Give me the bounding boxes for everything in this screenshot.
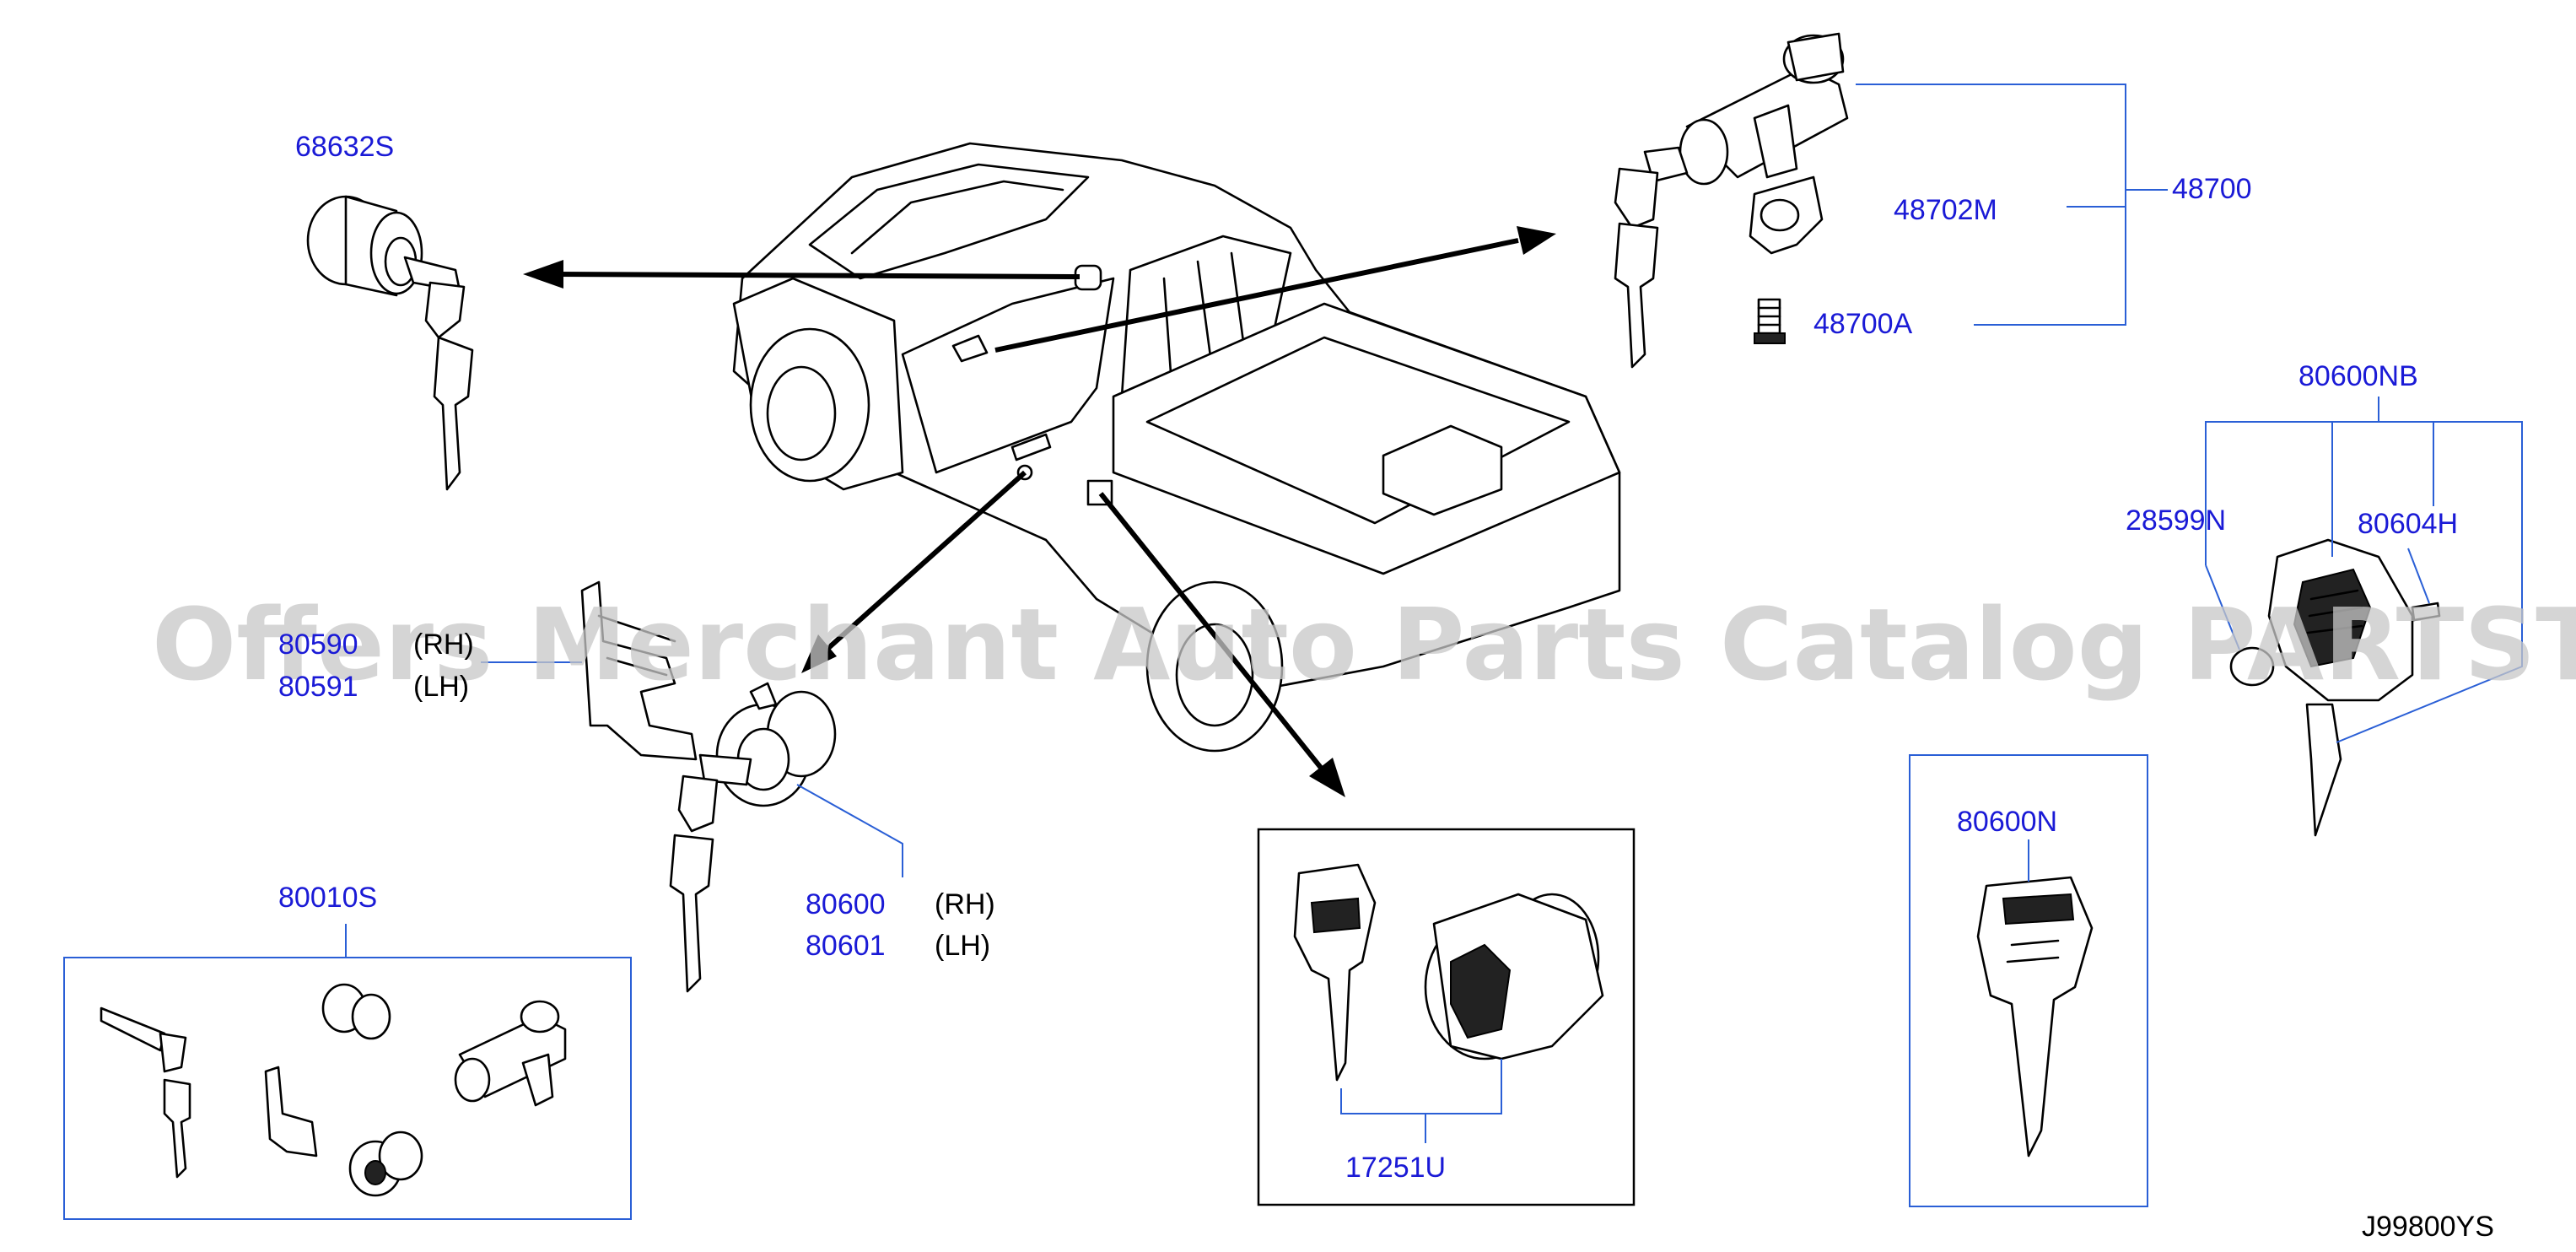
leader-lines-80600NB [2205, 397, 2523, 743]
label-80600: 80600 [806, 888, 886, 920]
pickup-truck-illustration [732, 142, 1621, 753]
label-48702M: 48702M [1894, 194, 1997, 226]
kit-box-80600N [1909, 754, 2148, 1207]
lock-cylinder-17251U [1424, 893, 1604, 1060]
kit-contents-80010S [100, 983, 567, 1197]
label-80601: 80601 [806, 930, 886, 962]
lock-cylinder-68632S [306, 195, 474, 491]
leader-17251U [1340, 1059, 1502, 1114]
key-blank-17251U [1293, 863, 1377, 1082]
leader-80600 [796, 784, 903, 877]
side-lh-80601: (LH) [935, 930, 990, 962]
kit-box-80010S [63, 957, 632, 1220]
label-80600NB: 80600NB [2298, 360, 2418, 392]
side-lh-80591: (LH) [413, 671, 469, 703]
label-68632S: 68632S [295, 131, 394, 163]
callout-arrows [523, 226, 1556, 797]
label-48700: 48700 [2172, 173, 2252, 205]
side-rh-80600: (RH) [935, 888, 995, 920]
label-80590: 80590 [278, 629, 358, 661]
side-rh-80590: (RH) [413, 629, 474, 661]
remote-key-80600NB [2229, 538, 2441, 837]
label-80604H: 80604H [2358, 508, 2458, 540]
label-48700A: 48700A [1813, 308, 1913, 340]
key-blank-80600N [1976, 876, 2094, 1158]
label-80591: 80591 [278, 671, 358, 703]
door-lock-cylinder-80600 [669, 682, 837, 993]
door-lock-lever-80590 [580, 580, 698, 761]
kit-box-17251U [1257, 828, 1636, 1206]
label-80600N: 80600N [1957, 806, 2057, 838]
ignition-lock-48700 [1614, 32, 1849, 369]
watermark: Offers Merchant Auto Parts Catalog PARTS… [152, 586, 2576, 703]
label-80010S: 80010S [278, 882, 377, 914]
diagram-code: J99800YS [2362, 1211, 2494, 1243]
label-17251U: 17251U [1345, 1152, 1446, 1184]
label-28599N: 28599N [2126, 505, 2226, 537]
leader-lines-48700 [1856, 84, 2168, 326]
